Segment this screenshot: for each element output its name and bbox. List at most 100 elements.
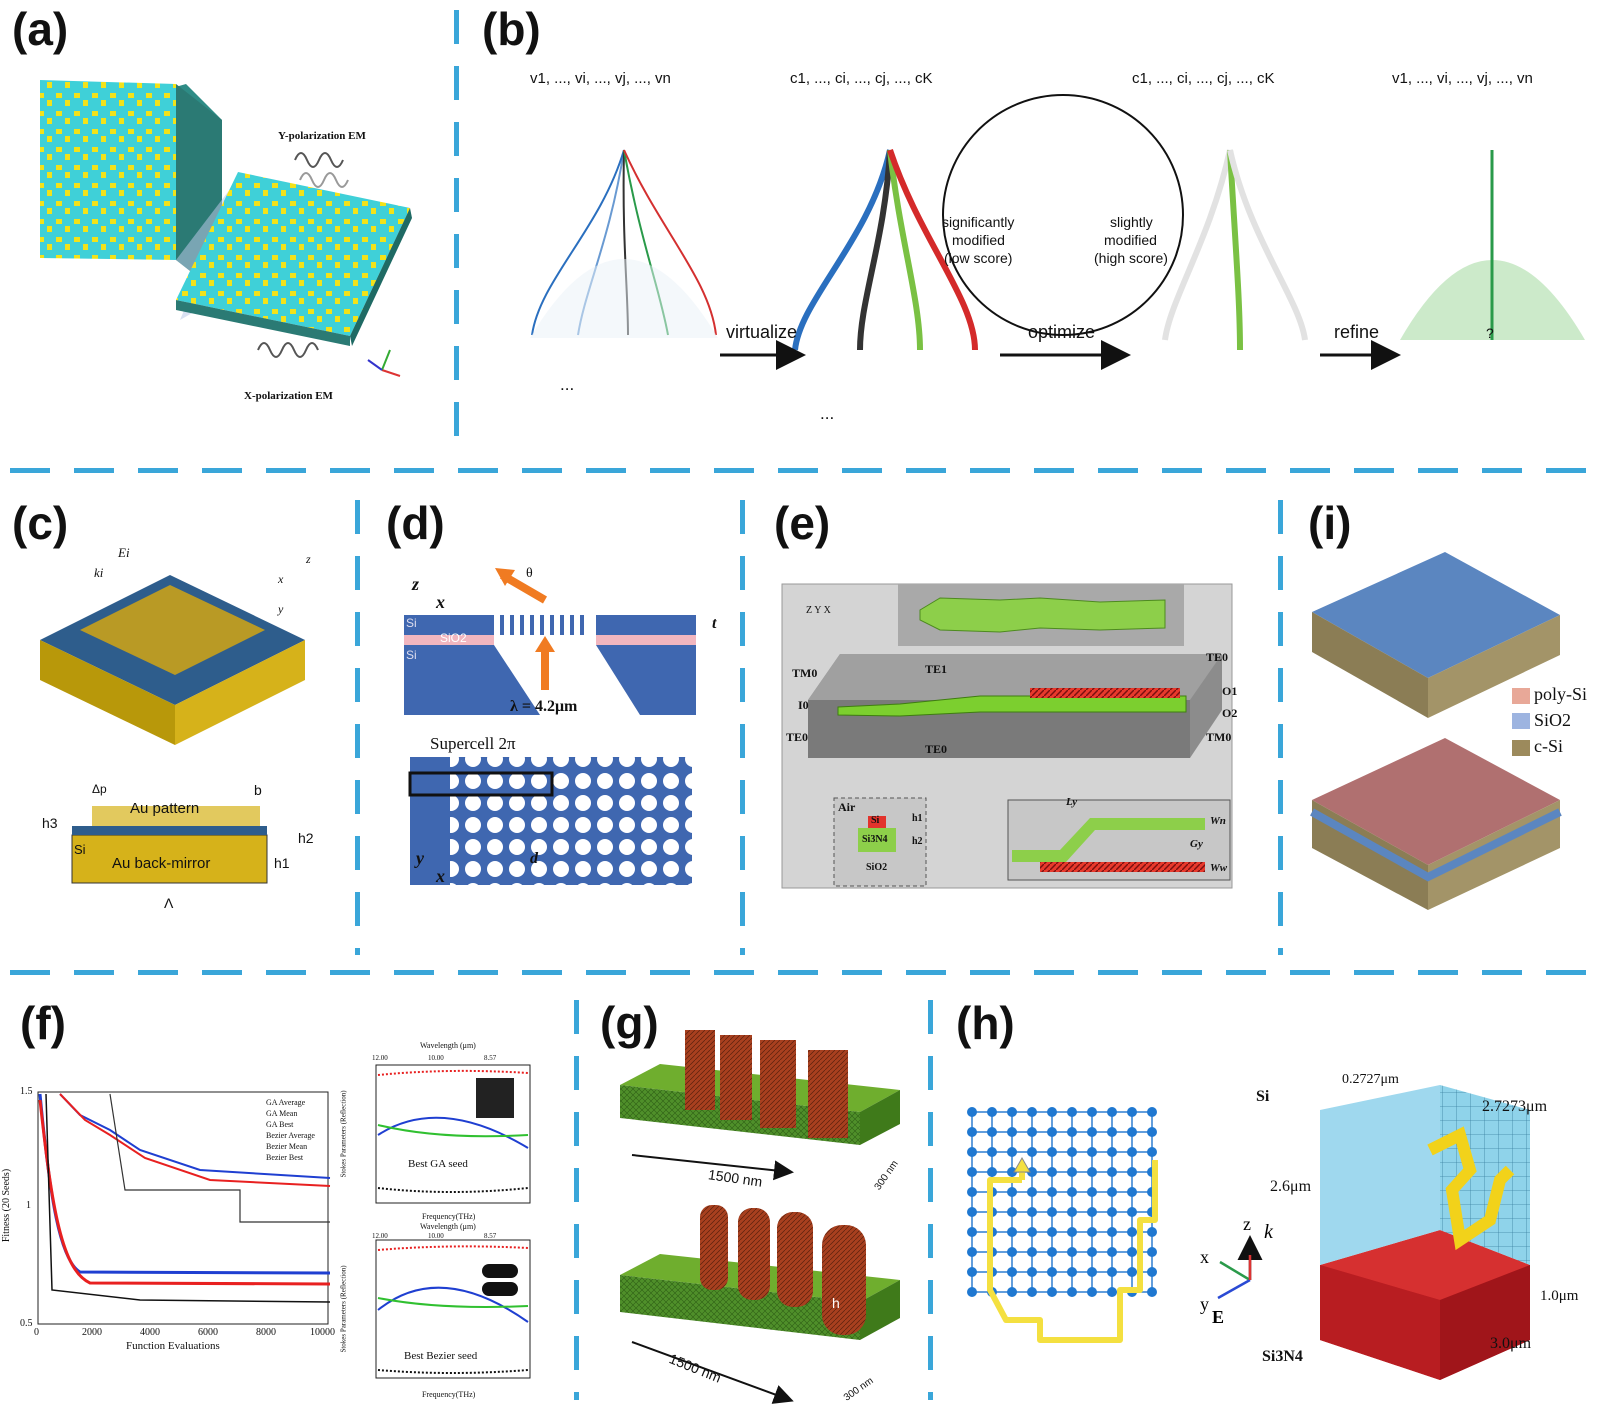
- grid-node: [1067, 1147, 1077, 1157]
- e-sio2: SiO2: [866, 862, 888, 873]
- panel-h-box: [1217, 1085, 1530, 1380]
- grid-node: [1067, 1187, 1077, 1197]
- b-slight-mod-2: modified: [1104, 232, 1157, 248]
- i-legend-sio2: SiO2: [1534, 710, 1572, 730]
- c-delta: Δp: [92, 782, 107, 796]
- f-sub1-wl-1: 10.00: [428, 1054, 444, 1062]
- e-tm0-right: TM0: [1206, 730, 1232, 744]
- f-xlabel: Function Evaluations: [126, 1340, 220, 1352]
- e-wn: Wn: [1210, 815, 1226, 827]
- grid-node: [1007, 1247, 1017, 1257]
- e-te1: TE1: [925, 662, 948, 676]
- grid-node: [987, 1127, 997, 1137]
- panel-label-i: (i): [1308, 497, 1352, 549]
- c-h1: h1: [274, 855, 290, 871]
- grid-node: [1127, 1187, 1137, 1197]
- grid-node: [1027, 1247, 1037, 1257]
- grid-node: [1127, 1227, 1137, 1237]
- e-te0-left: TE0: [786, 730, 809, 744]
- b-question: ?: [1486, 325, 1494, 341]
- separator-de: [740, 500, 745, 955]
- f-sub1-xlabel: Frequency(THz): [422, 1212, 476, 1221]
- b-c-sequence-1: c1, ..., ci, ..., cj, ..., cK: [790, 70, 933, 87]
- f-legend-bezier-best: Bezier Best: [266, 1153, 304, 1162]
- panel-label-a: (a): [12, 3, 69, 55]
- d-axis-y: y: [416, 848, 424, 868]
- grid-node: [1087, 1207, 1097, 1217]
- panel-label-b: (b): [482, 3, 541, 55]
- f-sub2-title: Wavelength (μm): [420, 1222, 476, 1231]
- c-h2: h2: [298, 830, 314, 846]
- e-ly: Ly: [1066, 796, 1078, 808]
- grid-node: [1067, 1227, 1077, 1237]
- h-si: Si: [1256, 1088, 1270, 1105]
- f-ytick-2: 0.5: [20, 1318, 33, 1329]
- f-xtick-3: 6000: [198, 1327, 218, 1338]
- grid-node: [987, 1107, 997, 1117]
- d-sio2: SiO2: [440, 631, 467, 645]
- panel-h-axis-e: E: [1212, 1307, 1224, 1327]
- panel-h-grid: [967, 1107, 1157, 1297]
- f-ytick-1: 1: [26, 1200, 31, 1211]
- panel-label-d: (d): [386, 497, 445, 549]
- f-legend-ga-mean: GA Mean: [266, 1109, 298, 1118]
- c-x: x: [278, 572, 284, 586]
- b-v-sequence-1: v1, ..., vi, ..., vj, ..., vn: [530, 70, 671, 87]
- grid-node: [1007, 1127, 1017, 1137]
- b-slight-mod-3: (high score): [1094, 250, 1168, 266]
- c-y: y: [278, 602, 284, 616]
- panel-d-illustration: [404, 568, 696, 885]
- d-axis-x-top: x: [436, 592, 445, 612]
- panel-h-axis-y: y: [1200, 1294, 1209, 1314]
- grid-node: [1047, 1127, 1057, 1137]
- f-legend-bezier-average: Bezier Average: [266, 1131, 315, 1140]
- f-sub2-wl-2: 8.57: [484, 1232, 497, 1240]
- grid-node: [1047, 1167, 1057, 1177]
- panel-label-h: (h): [956, 997, 1015, 1049]
- e-h1: h1: [912, 813, 923, 824]
- panel-label-e: (e): [774, 497, 831, 549]
- grid-node: [1047, 1287, 1057, 1297]
- grid-node: [1027, 1187, 1037, 1197]
- d-d: d: [530, 850, 538, 867]
- grid-node: [967, 1167, 977, 1177]
- grid-node: [1007, 1267, 1017, 1277]
- f-xtick-5: 10000: [310, 1327, 335, 1338]
- grid-node: [1027, 1227, 1037, 1237]
- grid-node: [1087, 1247, 1097, 1257]
- separator-row2: [10, 970, 1590, 975]
- grid-node: [1027, 1127, 1037, 1137]
- panel-h-path: [987, 1160, 1158, 1343]
- grid-node: [1027, 1147, 1037, 1157]
- d-si-bottom: Si: [406, 648, 417, 662]
- panel-label-g: (g): [600, 997, 659, 1049]
- c-b: b: [254, 782, 262, 798]
- grid-node: [1047, 1267, 1057, 1277]
- grid-node: [1127, 1207, 1137, 1217]
- grid-node: [1027, 1287, 1037, 1297]
- panel-h-axis-k: k: [1264, 1221, 1274, 1243]
- f-legend-ga-average: GA Average: [266, 1098, 306, 1107]
- e-air: Air: [838, 800, 856, 814]
- f-sub2-ylabel: Stokes Parameters (Reflection): [339, 1265, 348, 1353]
- panel-a-illustration: [40, 80, 412, 377]
- grid-node: [1087, 1147, 1097, 1157]
- i-legend-c-si: c-Si: [1534, 736, 1563, 756]
- b-optimize: optimize: [1028, 322, 1096, 342]
- panel-f-sub1-plot: [375, 1064, 531, 1204]
- f-sub1-title: Wavelength (μm): [420, 1041, 476, 1050]
- grid-node: [1067, 1287, 1077, 1297]
- f-legend-bezier-mean: Bezier Mean: [266, 1142, 308, 1151]
- grid-node: [1147, 1267, 1157, 1277]
- h-thickness-1: 0.2727μm: [1342, 1072, 1399, 1087]
- f-xtick-4: 8000: [256, 1327, 276, 1338]
- grid-node: [1007, 1227, 1017, 1237]
- grid-node: [1107, 1247, 1117, 1257]
- d-t: t: [712, 615, 717, 632]
- grid-node: [1107, 1127, 1117, 1137]
- grid-node: [967, 1187, 977, 1197]
- d-wavelength: λ = 4.2μm: [510, 698, 578, 715]
- grid-node: [967, 1207, 977, 1217]
- grid-node: [1087, 1107, 1097, 1117]
